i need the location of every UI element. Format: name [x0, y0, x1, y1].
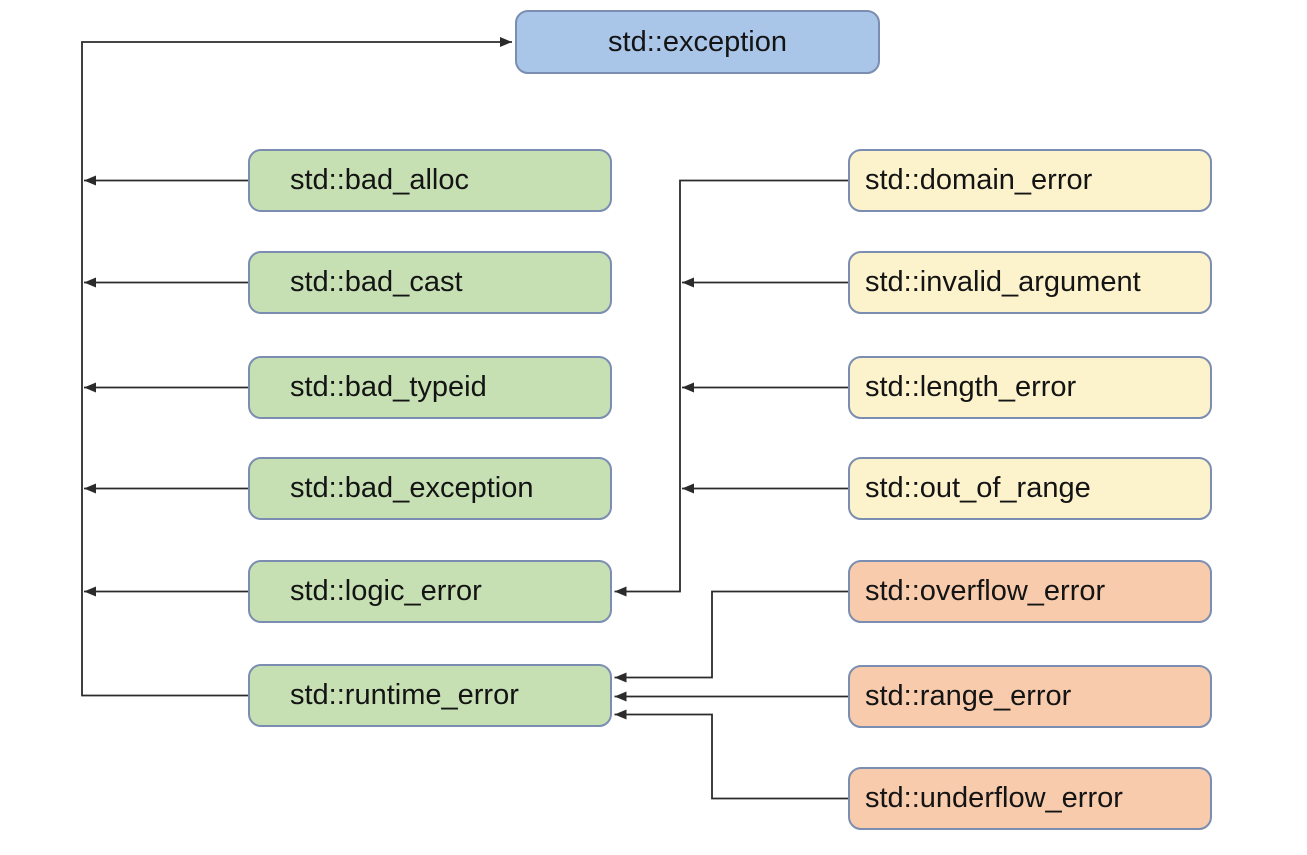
node-label: std::logic_error	[290, 575, 482, 607]
node-std-runtime-error: std::runtime_error	[248, 664, 612, 727]
node-std-bad-alloc: std::bad_alloc	[248, 149, 612, 212]
node-label: std::invalid_argument	[865, 266, 1141, 298]
edge-runtime-error-to-exception	[81, 37, 512, 697]
node-std-range-error: std::range_error	[848, 665, 1212, 728]
node-label: std::underflow_error	[865, 782, 1123, 814]
node-label: std::bad_exception	[290, 472, 534, 504]
node-std-exception: std::exception	[515, 10, 880, 74]
node-std-bad-exception: std::bad_exception	[248, 457, 612, 520]
node-std-logic-error: std::logic_error	[248, 560, 612, 623]
node-std-overflow-error: std::overflow_error	[848, 560, 1212, 623]
node-label: std::range_error	[865, 680, 1072, 712]
edge-domain-error-to-logic-error	[614, 179, 848, 597]
node-std-bad-typeid: std::bad_typeid	[248, 356, 612, 419]
edge-overflow-error-to-runtime-error	[614, 590, 848, 683]
node-label: std::bad_typeid	[290, 371, 487, 403]
node-label: std::bad_cast	[290, 266, 463, 298]
node-label: std::bad_alloc	[290, 164, 469, 196]
node-std-length-error: std::length_error	[848, 356, 1212, 419]
node-std-invalid-argument: std::invalid_argument	[848, 251, 1212, 314]
node-label: std::out_of_range	[865, 472, 1091, 504]
node-label: std::exception	[608, 25, 787, 58]
node-std-domain-error: std::domain_error	[848, 149, 1212, 212]
node-label: std::runtime_error	[290, 679, 519, 711]
node-std-bad-cast: std::bad_cast	[248, 251, 612, 314]
node-label: std::overflow_error	[865, 575, 1106, 607]
node-std-out-of-range: std::out_of_range	[848, 457, 1212, 520]
node-label: std::length_error	[865, 371, 1077, 403]
node-label: std::domain_error	[865, 164, 1093, 196]
edge-underflow-error-to-runtime-error	[614, 709, 848, 800]
node-std-underflow-error: std::underflow_error	[848, 767, 1212, 830]
